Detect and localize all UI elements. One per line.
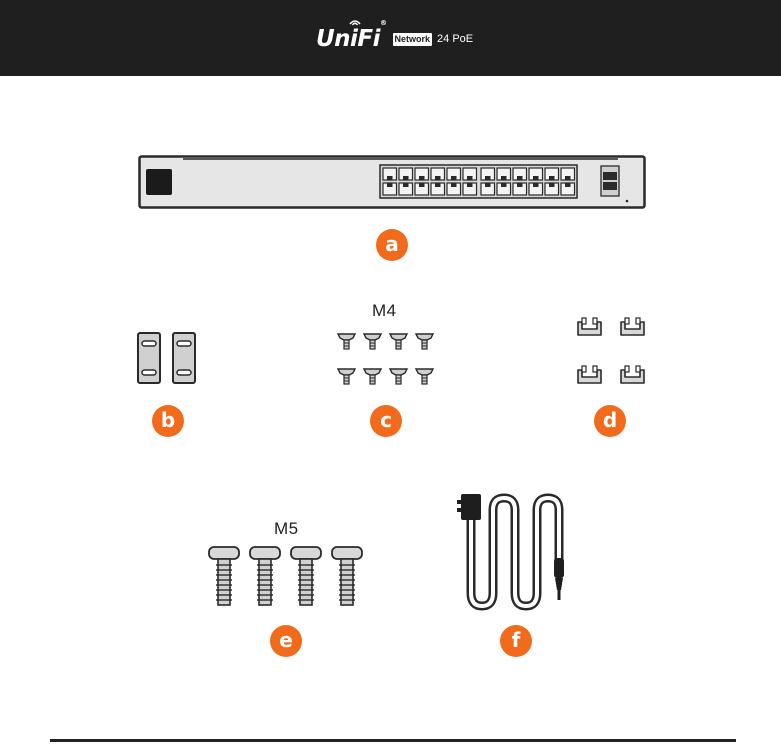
item-a-badge: a [376,229,408,261]
network-switch-icon [138,155,646,209]
wifi-icon [349,19,361,25]
brand: UniFi® Network 24 PoE [316,18,474,54]
rack-bracket-icon [137,332,196,384]
item-b-badge: b [152,405,184,437]
footer-divider [50,739,736,742]
unifi-logo: UniFi® [316,18,387,52]
m5-screw-icon [208,546,363,606]
item-e-badge: e [270,625,302,657]
item-d-badge: d [594,405,626,437]
cage-nut-icon [577,317,645,384]
brand-tag: Network [392,32,433,46]
header-bar: UniFi® Network 24 PoE [0,0,781,76]
m4-label: M4 [372,301,397,320]
model-name: 24 PoE [437,33,474,45]
m5-label: M5 [274,519,299,538]
item-f-badge: f [500,625,532,657]
item-c-badge: c [370,405,402,437]
m4-screw-icon [337,333,434,385]
power-cord-icon [457,493,564,611]
